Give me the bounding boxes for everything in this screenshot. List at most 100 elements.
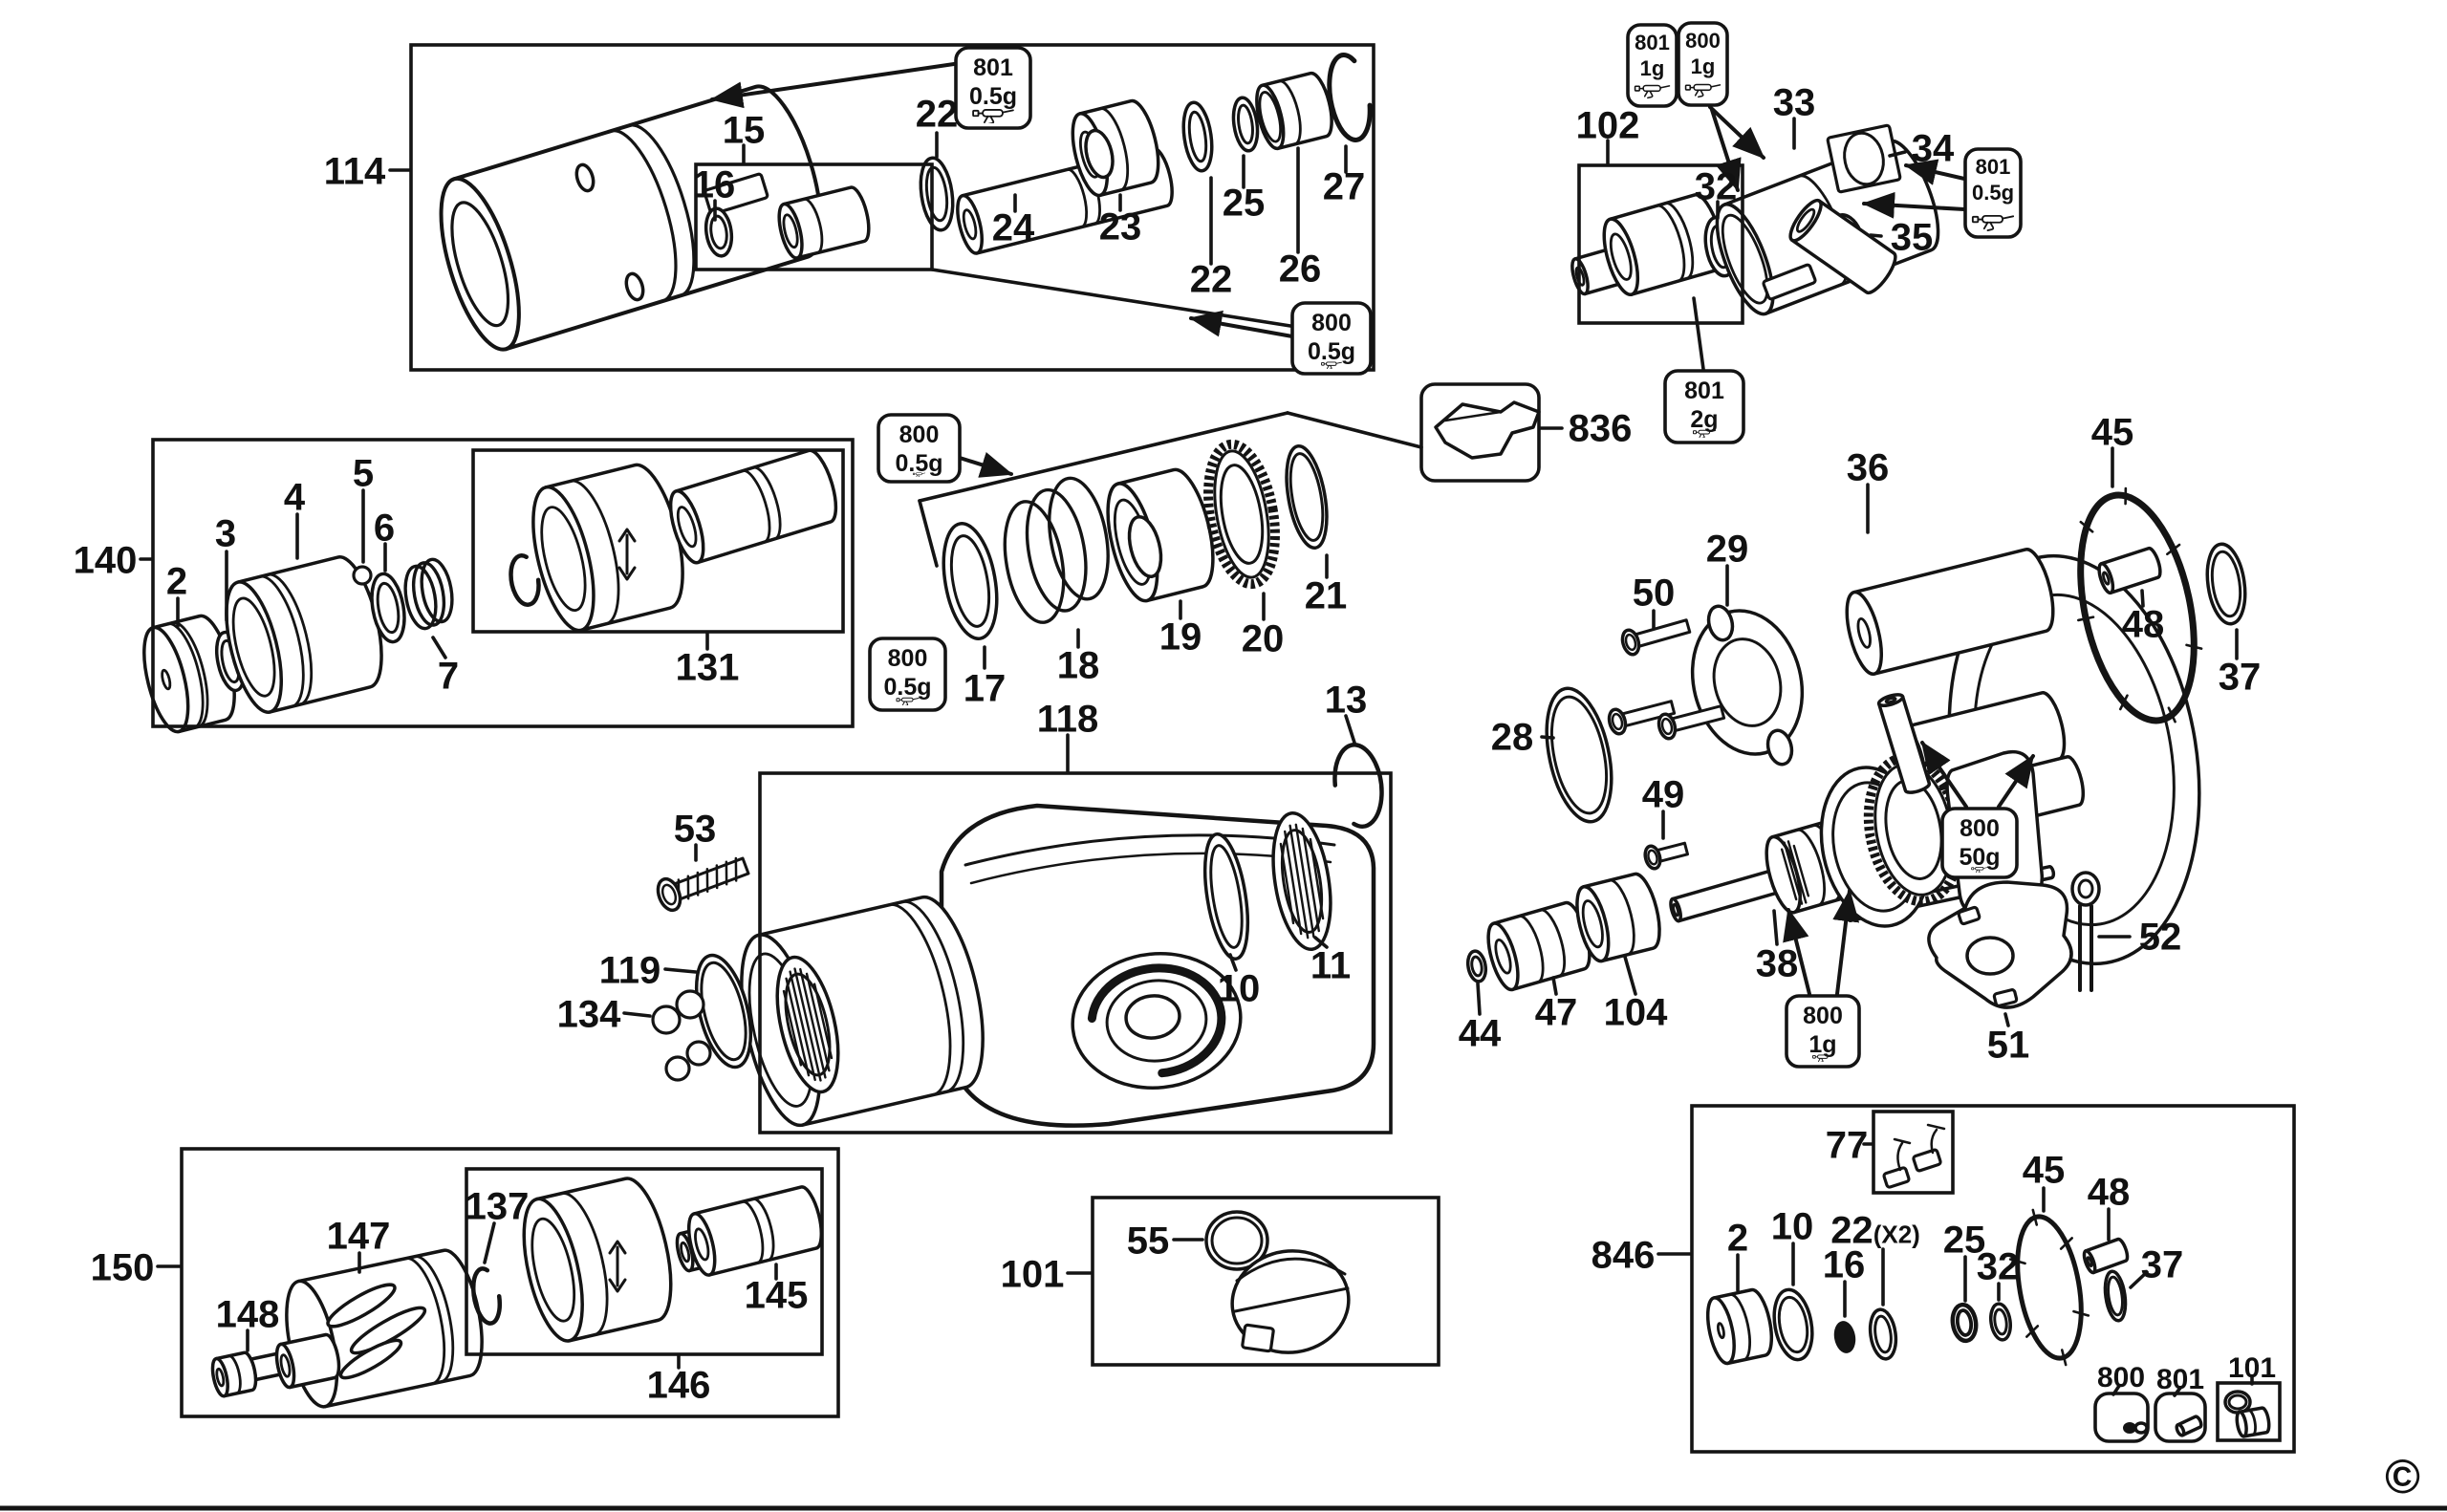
ring-21 xyxy=(1285,443,1329,551)
barrel-slot xyxy=(703,172,769,216)
part-label-3: 3 xyxy=(215,512,236,554)
rocker-29-ear1 xyxy=(1706,604,1735,642)
group-box-846 xyxy=(1690,1104,2296,1454)
oring-10a xyxy=(1202,832,1250,961)
leader-line xyxy=(2111,1384,2121,1396)
grease-code: 800 xyxy=(1311,310,1352,336)
part-label-49: 49 xyxy=(1642,773,1685,815)
part-label-48: 48 xyxy=(2122,603,2165,645)
oring-55 xyxy=(1204,1210,1269,1271)
leader-line xyxy=(1888,150,1907,158)
part-label-22: 22(X2) xyxy=(1830,1209,1920,1251)
mini-800-ring xyxy=(2133,1421,2149,1435)
grease-amount: 0.5g xyxy=(895,450,942,477)
part-label-53: 53 xyxy=(674,808,717,850)
part-label-13: 13 xyxy=(1325,679,1368,721)
part-label-34: 34 xyxy=(1912,127,1955,169)
nut-34 xyxy=(1826,123,1902,194)
oval-45b xyxy=(2008,1208,2090,1367)
mini-800-dot xyxy=(2123,1422,2136,1434)
part-label-6: 6 xyxy=(374,507,395,549)
grease-code: 800 xyxy=(888,645,928,672)
barrel-hole-1 xyxy=(574,162,596,193)
bracket-836 xyxy=(1434,400,1541,460)
part-label-45: 45 xyxy=(2091,411,2134,453)
sleeve-4 xyxy=(225,555,383,714)
grease-callouts-layer: 8010.5g8000.5g8011g8001g8010.5g8012g8000… xyxy=(868,21,2023,1069)
bearing-11-hatch xyxy=(1279,823,1325,940)
pin-52 xyxy=(2078,904,2093,992)
grease-code: 801 xyxy=(1976,155,2011,179)
leader-line xyxy=(1344,714,1356,745)
gear-104 xyxy=(1575,872,1661,963)
leader-line xyxy=(2140,589,2145,608)
leader-line xyxy=(930,268,1292,328)
part-label-32: 32 xyxy=(1977,1245,2020,1287)
sleeve-131-arrow xyxy=(617,528,637,581)
leader-line xyxy=(1476,982,1482,1016)
part-label-27: 27 xyxy=(1323,165,1366,207)
cap-101-tab xyxy=(1241,1323,1275,1353)
housing-118-boss2 xyxy=(1087,963,1226,1078)
mini-101-oring xyxy=(2223,1390,2252,1415)
bolt-148-head xyxy=(210,1350,258,1398)
plate-51-hole xyxy=(1965,936,2015,976)
grease-code: 800 xyxy=(1685,29,1721,53)
clip-27 xyxy=(1327,53,1373,142)
callout-box-800-mini xyxy=(2093,1392,2150,1443)
part-label-51: 51 xyxy=(1987,1024,2030,1066)
part-label-114: 114 xyxy=(324,150,386,192)
group-box-101 xyxy=(1091,1196,1440,1367)
part-label-35: 35 xyxy=(1891,216,1934,258)
pointer-arrow xyxy=(1862,191,1966,219)
part-label-140: 140 xyxy=(74,539,138,581)
part-label-836: 836 xyxy=(1569,407,1633,449)
leader-line xyxy=(1228,953,1238,972)
group-box-101-mini xyxy=(2216,1381,2282,1442)
ball-134c xyxy=(685,1040,712,1067)
cap-2b xyxy=(1705,1287,1774,1366)
oring-32b xyxy=(1989,1302,2012,1342)
group-box-77 xyxy=(1872,1110,1955,1195)
part-label-52: 52 xyxy=(2139,916,2182,958)
part-label-800: 800 xyxy=(2097,1362,2145,1393)
sleeve-146 xyxy=(522,1177,673,1343)
pointer-arrow xyxy=(958,452,1013,478)
barrel-hole-2 xyxy=(624,271,645,302)
leader-line xyxy=(1692,296,1705,371)
part-label-38: 38 xyxy=(1756,942,1799,984)
part-label-16: 16 xyxy=(693,163,736,205)
part-label-11: 11 xyxy=(1310,944,1351,986)
sleeve-146-arrow xyxy=(608,1240,627,1293)
chuck-147-flute1 xyxy=(326,1283,397,1328)
part-label-146: 146 xyxy=(647,1364,711,1406)
fieldcase-36-stud1 xyxy=(1845,548,2055,676)
oring-37b xyxy=(2103,1269,2128,1323)
ball-134a xyxy=(675,989,705,1020)
part-label-10: 10 xyxy=(1771,1205,1814,1247)
screw-50b xyxy=(1607,700,1677,736)
pointer-arrow xyxy=(1832,889,1860,996)
leader-line xyxy=(1551,976,1558,996)
crank-38-hub-hatch xyxy=(1780,840,1810,905)
retainer-6 xyxy=(370,572,406,644)
screw-49 xyxy=(1643,841,1689,871)
rocker-29-ear2 xyxy=(1765,728,1794,767)
grease-amount: 1g xyxy=(1691,54,1716,78)
bracket-836-line xyxy=(1443,410,1503,422)
cup-26 xyxy=(1255,71,1333,151)
part-label-22: 22 xyxy=(1190,258,1233,300)
part-label-18: 18 xyxy=(1057,644,1100,686)
cring-13 xyxy=(1332,743,1384,829)
mini-101-cap xyxy=(2235,1406,2271,1438)
group-box-131 xyxy=(471,448,845,634)
part-label-145: 145 xyxy=(745,1274,809,1316)
leader-lines-layer xyxy=(0,62,2447,1511)
crank-38-pin xyxy=(1876,693,1932,794)
part-label-15: 15 xyxy=(723,109,766,151)
part-label-4: 4 xyxy=(284,476,306,518)
part-label-28: 28 xyxy=(1491,716,1534,758)
